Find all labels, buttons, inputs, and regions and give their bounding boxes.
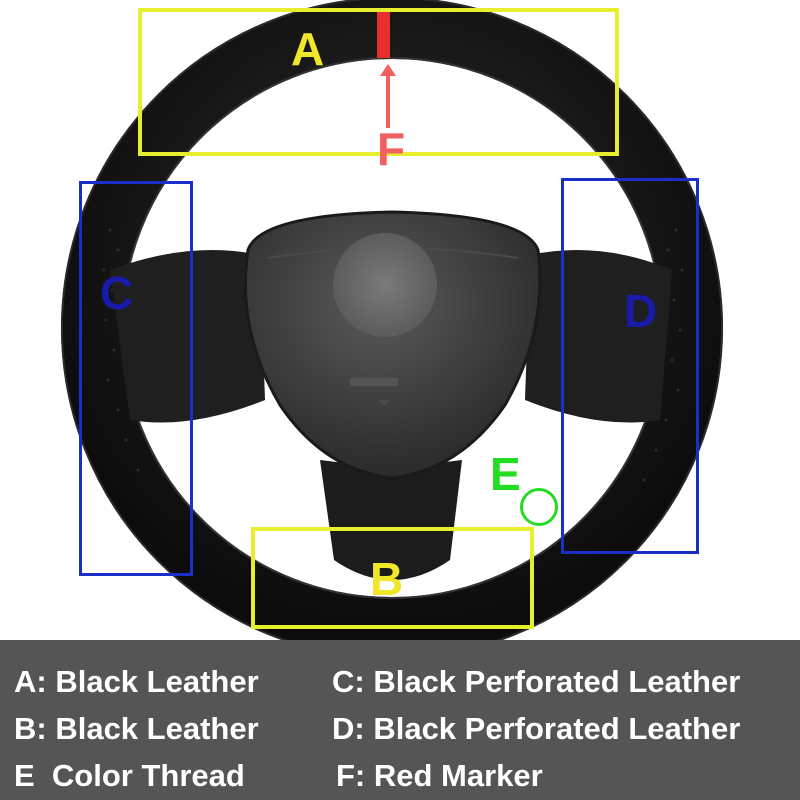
zone-b-label: B: [370, 553, 404, 605]
legend-d: D: Black Perforated Leather: [332, 711, 741, 746]
zone-a-box: [138, 8, 619, 156]
zone-d-label: D: [624, 285, 658, 337]
thread-highlight-circle: [520, 488, 558, 526]
zone-e-label: E: [490, 448, 521, 500]
zone-f-label: F: [377, 123, 406, 175]
red-marker: [377, 12, 390, 58]
legend-e: E Color Thread: [14, 758, 245, 793]
zone-d-box: [561, 178, 699, 554]
airbag-cover: [243, 210, 542, 480]
zone-c-box: [79, 181, 193, 576]
legend-c: C: Black Perforated Leather: [332, 664, 741, 699]
legend-b: B: Black Leather: [14, 711, 259, 746]
product-photo: A F C D B E: [61, 0, 723, 640]
zone-c-label: C: [100, 267, 134, 319]
logo-placeholder: [333, 233, 437, 337]
legend-panel: A: Black Leather C: Black Perforated Lea…: [0, 640, 800, 800]
marker-arrow-icon: [386, 70, 390, 128]
zone-b-box: [251, 527, 534, 629]
legend-a: A: Black Leather: [14, 664, 259, 699]
perforation-pattern: [102, 228, 684, 482]
bottom-spoke: [320, 460, 462, 580]
marker-arrowhead-icon: [380, 64, 396, 76]
legend-f: F: Red Marker: [336, 758, 543, 793]
zone-a-label: A: [291, 23, 325, 75]
left-spoke: [110, 250, 265, 423]
